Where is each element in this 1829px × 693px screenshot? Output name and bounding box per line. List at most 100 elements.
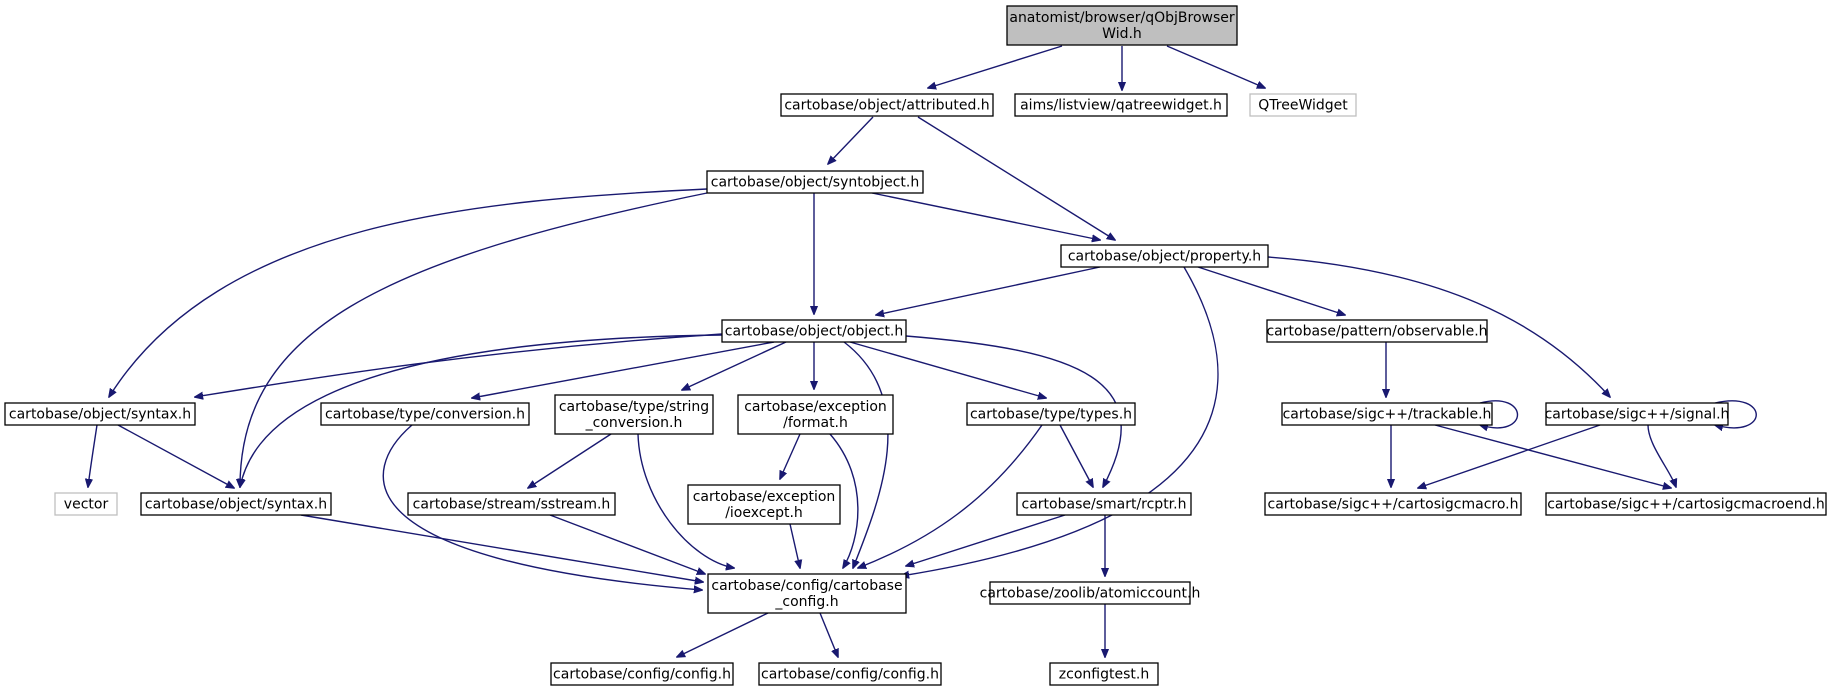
edge-trackable-to-cartosigcmacroend [1434,424,1671,488]
node-label: cartobase/sigc++/trackable.h [1283,407,1492,423]
edges-layer [88,45,1757,657]
node-label: cartobase/exception [693,489,836,505]
edge-trackable-to-trackable [1480,400,1518,428]
node-config1[interactable]: cartobase/config/config.h [550,662,734,686]
edge-signal-to-signal [1715,400,1757,428]
node-sstream[interactable]: cartobase/stream/sstream.h [407,492,616,516]
node-box [706,170,924,194]
node-box [1016,492,1192,516]
node-qtreewidget[interactable]: QTreeWidget [1249,93,1357,117]
node-label: anatomist/browser/qObjBrowser [1009,10,1235,26]
edge-format-to-cartobase_config [829,433,859,568]
node-label: _conversion.h [585,415,683,431]
edge-cartobase_config-to-config2 [819,612,838,657]
node-format[interactable]: cartobase/exception/format.h [737,394,894,435]
node-syntax_left[interactable]: cartobase/object/syntax.h [4,402,196,426]
node-label: cartobase/type/types.h [970,407,1132,423]
edge-ioexcept-to-cartobase_config [789,523,800,568]
node-label: vector [64,497,109,513]
edge-format-to-ioexcept [780,433,801,479]
edge-syntobject-to-syntax_mid [240,192,708,487]
edge-syntax_mid-to-cartobase_config [300,514,703,582]
node-observable[interactable]: cartobase/pattern/observable.h [1266,319,1488,343]
node-signal[interactable]: cartobase/sigc++/signal.h [1545,402,1730,426]
edge-cartobase_config-to-config1 [677,612,769,657]
node-types[interactable]: cartobase/type/types.h [966,402,1136,426]
node-box [989,581,1191,605]
edge-attributed-to-syntobject [828,116,874,164]
node-attributed[interactable]: cartobase/object/attributed.h [780,93,994,117]
edge-object-to-syntax_left [195,333,723,397]
node-box [687,484,841,525]
edge-sstream-to-cartobase_config [549,514,705,574]
node-property[interactable]: cartobase/object/property.h [1060,244,1269,268]
edge-object-to-string_conv [682,341,787,390]
node-box [758,662,942,686]
node-label: cartobase/exception [744,399,887,415]
node-cartosigcmacro[interactable]: cartobase/sigc++/cartosigcmacro.h [1264,492,1522,516]
node-label: cartobase/object/property.h [1068,249,1261,265]
node-cartosigcmacroend[interactable]: cartobase/sigc++/cartosigcmacroend.h [1545,492,1827,516]
edge-root-to-qtreewidget [1166,45,1265,88]
node-box [4,402,196,426]
node-label: zconfigtest.h [1059,667,1149,683]
node-syntax_mid[interactable]: cartobase/object/syntax.h [140,492,332,516]
node-zconfigtest[interactable]: zconfigtest.h [1049,662,1159,686]
node-conversion[interactable]: cartobase/type/conversion.h [320,402,530,426]
node-label: cartobase/stream/sstream.h [413,497,611,513]
edge-syntobject-to-property [871,192,1100,240]
node-box [54,492,118,516]
node-atomiccount[interactable]: cartobase/zoolib/atomiccount.h [980,581,1201,605]
node-box [966,402,1136,426]
node-label: cartobase/object/syntax.h [9,407,191,423]
edge-object-to-rcptr [905,335,1122,487]
node-vector[interactable]: vector [54,492,118,516]
node-label: /ioexcept.h [725,505,803,521]
node-label: Wid.h [1102,26,1142,42]
edge-property-to-object [876,266,1101,315]
node-object[interactable]: cartobase/object/object.h [721,319,907,343]
node-box [707,573,907,614]
edge-property-to-cartobase_config [901,266,1219,576]
node-label: cartobase/type/conversion.h [325,407,525,423]
node-box [721,319,907,343]
node-ioexcept[interactable]: cartobase/exception/ioexcept.h [687,484,841,525]
node-rcptr[interactable]: cartobase/smart/rcptr.h [1016,492,1192,516]
edge-signal-to-cartosigcmacro [1418,424,1601,488]
node-box [1014,93,1228,117]
node-box [1264,492,1522,516]
node-label: cartobase/smart/rcptr.h [1022,497,1187,513]
edge-conversion-to-cartobase_config [382,424,702,590]
node-box [780,93,994,117]
edge-syntax_left-to-vector [88,424,98,487]
node-label: cartobase/sigc++/cartosigcmacroend.h [1547,497,1825,513]
node-syntobject[interactable]: cartobase/object/syntobject.h [706,170,924,194]
edge-attributed-to-property [917,116,1115,240]
node-label: _config.h [774,594,838,610]
node-qatreewidget[interactable]: aims/listview/qatreewidget.h [1014,93,1228,117]
node-box [1006,5,1238,46]
node-label: aims/listview/qatreewidget.h [1020,98,1222,114]
node-box [407,492,616,516]
node-box [554,394,714,435]
node-box [140,492,332,516]
node-trackable[interactable]: cartobase/sigc++/trackable.h [1281,402,1493,426]
node-label: cartobase/pattern/observable.h [1266,324,1487,340]
node-cartobase_config[interactable]: cartobase/config/cartobase_config.h [707,573,907,614]
node-box [1266,319,1488,343]
node-label: /format.h [783,415,848,431]
edge-syntobject-to-syntax_left [109,188,708,397]
edge-types-to-rcptr [1059,424,1093,487]
node-box [1049,662,1159,686]
edge-object-to-cartobase_config [843,341,889,568]
node-label: cartobase/config/config.h [761,667,939,683]
edge-root-to-attributed [928,45,1063,88]
edge-syntax_left-to-syntax_mid [117,424,234,488]
edge-object-to-conversion [472,341,775,398]
node-config2[interactable]: cartobase/config/config.h [758,662,942,686]
node-label: QTreeWidget [1258,98,1348,114]
node-string_conv[interactable]: cartobase/type/string_conversion.h [554,394,714,435]
